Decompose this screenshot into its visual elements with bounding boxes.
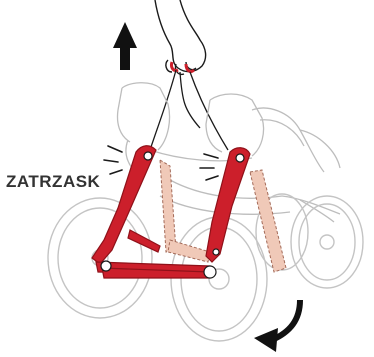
curved-arrow-icon	[254, 300, 300, 352]
left-bar	[128, 230, 160, 252]
strap-lines	[150, 70, 228, 150]
rear-right-wheel	[291, 196, 363, 288]
up-arrow-icon	[113, 22, 137, 70]
right-front-leg	[206, 148, 250, 262]
hand-icon	[155, 0, 206, 74]
latch-label: ZATRZASK	[6, 172, 100, 192]
